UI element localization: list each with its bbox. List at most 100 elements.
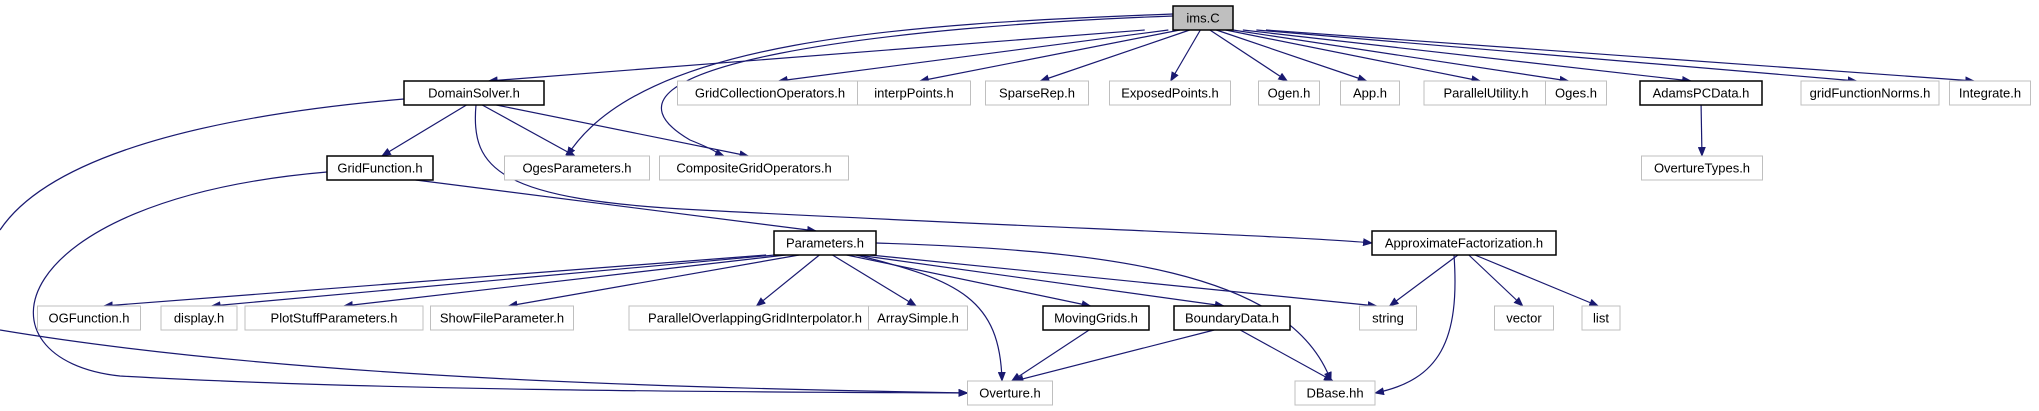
- node-ogen_h: Ogen.h: [1258, 80, 1320, 106]
- node-label-display_h: display.h: [174, 311, 224, 326]
- node-box-exposedpoints_h: [1109, 80, 1231, 106]
- edge-parameters_h-to-boundarydata_h: [857, 254, 1225, 309]
- edge-parameters_h-to-dbase_hh: [875, 242, 1332, 382]
- edge-movinggrids_h-to-overture_h: [1010, 329, 1090, 382]
- node-label-integrate_h: Integrate.h: [1959, 86, 2021, 101]
- edge-parameters_h-to-showfileparameter_h: [507, 254, 800, 309]
- edge-domainsolver_h-to-overture_h: [0, 98, 968, 393]
- node-box-plotstuffparameters_h: [244, 305, 424, 331]
- node-box-approximatefactorization_h: [1371, 230, 1557, 256]
- node-showfileparameter_h: ShowFileParameter.h: [430, 305, 574, 331]
- node-label-compositegridoperators_h: CompositeGridOperators.h: [676, 161, 831, 176]
- node-boundarydata_h[interactable]: BoundaryData.h: [1173, 305, 1291, 331]
- node-interppoints_h: interpPoints.h: [857, 80, 971, 106]
- edge-domainsolver_h-to-ogesparameters_h: [481, 104, 576, 157]
- edge-parameters_h-to-plotstuffparameters_h: [342, 254, 786, 309]
- edge-ims_c-to-interppoints_h: [918, 29, 1180, 84]
- edge-parameters_h-to-string: [869, 254, 1378, 310]
- node-label-paralleloverlappinggridinterpolator_h: ParallelOverlappingGridInterpolator.h: [648, 311, 862, 326]
- node-plotstuffparameters_h: PlotStuffParameters.h: [244, 305, 424, 331]
- edge-ims_c-to-app_h: [1216, 29, 1368, 82]
- node-label-app_h: App.h: [1353, 86, 1387, 101]
- node-ims_c[interactable]: ims.C: [1172, 5, 1234, 31]
- node-integrate_h: Integrate.h: [1949, 80, 2031, 106]
- edge-gridfunction_h-to-overture_h: [32, 171, 969, 397]
- edge-domainsolver_h-to-gridfunction_h: [381, 104, 467, 157]
- node-label-exposedpoints_h: ExposedPoints.h: [1121, 86, 1219, 101]
- node-label-adamspcdata_h: AdamsPCData.h: [1653, 86, 1750, 101]
- edge-approximatefactorization_h-to-vector: [1468, 254, 1524, 307]
- node-display_h: display.h: [160, 305, 238, 331]
- edge-ims_c-to-ogesparameters_h: [566, 13, 1174, 157]
- node-string: string: [1359, 305, 1417, 331]
- node-movinggrids_h[interactable]: MovingGrids.h: [1042, 305, 1150, 331]
- node-overturetypes_h: OvertureTypes.h: [1641, 155, 1763, 181]
- node-box-arraysimple_h: [868, 305, 968, 331]
- edge-parameters_h-to-ogfunction_h: [102, 254, 767, 310]
- node-box-gridfunctionnorms_h: [1800, 80, 1940, 106]
- node-box-overturetypes_h: [1641, 155, 1763, 181]
- node-arraysimple_h: ArraySimple.h: [868, 305, 968, 331]
- node-box-dbase_hh: [1294, 380, 1376, 406]
- node-ogesparameters_h: OgesParameters.h: [504, 155, 650, 181]
- node-box-gridfunction_h: [326, 155, 434, 181]
- node-label-ogesparameters_h: OgesParameters.h: [522, 161, 631, 176]
- node-list: list: [1581, 305, 1621, 331]
- node-label-arraysimple_h: ArraySimple.h: [877, 311, 959, 326]
- node-domainsolver_h[interactable]: DomainSolver.h: [403, 80, 545, 106]
- edge-ims_c-to-ogen_h: [1209, 29, 1289, 82]
- edge-boundarydata_h-to-dbase_hh: [1239, 329, 1334, 382]
- node-box-parallelutility_h: [1423, 80, 1549, 106]
- node-box-ogfunction_h: [37, 305, 141, 331]
- edge-adamspcdata_h-to-overturetypes_h: [1697, 104, 1706, 157]
- edge-approximatefactorization_h-to-string: [1388, 254, 1459, 307]
- node-approximatefactorization_h[interactable]: ApproximateFactorization.h: [1371, 230, 1557, 256]
- node-adamspcdata_h[interactable]: AdamsPCData.h: [1639, 80, 1763, 106]
- node-label-string: string: [1372, 311, 1404, 326]
- node-box-domainsolver_h: [403, 80, 545, 106]
- node-box-adamspcdata_h: [1639, 80, 1763, 106]
- node-box-ogen_h: [1258, 80, 1320, 106]
- edge-ims_c-to-exposedpoints_h: [1170, 29, 1201, 82]
- node-compositegridoperators_h: CompositeGridOperators.h: [659, 155, 849, 181]
- node-label-movinggrids_h: MovingGrids.h: [1054, 311, 1138, 326]
- node-box-compositegridoperators_h: [659, 155, 849, 181]
- node-label-parallelutility_h: ParallelUtility.h: [1443, 86, 1528, 101]
- node-parameters_h[interactable]: Parameters.h: [773, 230, 877, 256]
- node-app_h: App.h: [1340, 80, 1400, 106]
- node-label-oges_h: Oges.h: [1555, 86, 1597, 101]
- edge-ims_c-to-integrate_h: [1265, 29, 1976, 85]
- node-label-gridcollectionoperators_h: GridCollectionOperators.h: [695, 86, 845, 101]
- edge-parameters_h-to-overture_h: [855, 254, 1006, 382]
- node-label-domainsolver_h: DomainSolver.h: [428, 86, 520, 101]
- node-box-ims_c: [1172, 5, 1234, 31]
- node-label-parameters_h: Parameters.h: [786, 236, 864, 251]
- node-label-approximatefactorization_h: ApproximateFactorization.h: [1385, 236, 1543, 251]
- node-sparserep_h: SparseRep.h: [985, 80, 1089, 106]
- node-paralleloverlappinggridinterpolator_h: ParallelOverlappingGridInterpolator.h: [628, 305, 882, 331]
- edge-ims_c-to-gridfunctionnorms_h: [1256, 29, 1858, 85]
- node-box-integrate_h: [1949, 80, 2031, 106]
- node-gridfunctionnorms_h: gridFunctionNorms.h: [1800, 80, 1940, 106]
- edge-approximatefactorization_h-to-list: [1474, 254, 1600, 307]
- edge-domainsolver_h-to-compositegridoperators_h: [496, 104, 750, 159]
- node-box-interppoints_h: [857, 80, 971, 106]
- node-overture_h: Overture.h: [967, 380, 1053, 406]
- node-box-display_h: [160, 305, 238, 331]
- edge-parameters_h-to-paralleloverlappinggridinterpolator_h: [755, 254, 820, 307]
- node-box-ogesparameters_h: [504, 155, 650, 181]
- node-label-interppoints_h: interpPoints.h: [874, 86, 954, 101]
- node-label-list: list: [1593, 311, 1609, 326]
- node-box-paralleloverlappinggridinterpolator_h: [628, 305, 882, 331]
- edge-domainsolver_h-to-approximatefactorization_h: [474, 104, 1373, 247]
- node-box-sparserep_h: [985, 80, 1089, 106]
- edge-gridfunction_h-to-parameters_h: [415, 179, 818, 234]
- node-label-sparserep_h: SparseRep.h: [999, 86, 1075, 101]
- node-label-showfileparameter_h: ShowFileParameter.h: [440, 311, 564, 326]
- edge-parameters_h-to-arraysimple_h: [832, 254, 917, 307]
- edge-approximatefactorization_h-to-dbase_hh: [1374, 254, 1456, 396]
- node-box-oges_h: [1545, 80, 1607, 106]
- node-gridfunction_h[interactable]: GridFunction.h: [326, 155, 434, 181]
- node-label-dbase_hh: DBase.hh: [1306, 386, 1363, 401]
- node-label-overture_h: Overture.h: [979, 386, 1040, 401]
